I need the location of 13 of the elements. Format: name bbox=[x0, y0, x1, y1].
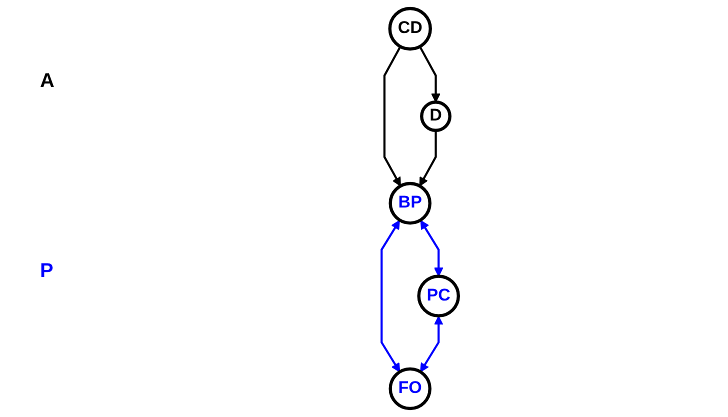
arrow bbox=[420, 316, 444, 372]
node-circle: D bbox=[420, 100, 452, 132]
node-circle: PC bbox=[417, 274, 460, 318]
arrow bbox=[420, 220, 444, 277]
bracket-label: A bbox=[40, 70, 54, 93]
node-circle: FO bbox=[388, 367, 432, 410]
bracket-label: P bbox=[40, 260, 54, 283]
node-circle: BP bbox=[388, 182, 432, 225]
arrow bbox=[383, 46, 402, 186]
arrow bbox=[418, 46, 440, 103]
arrow bbox=[380, 220, 400, 372]
node-circle: CD bbox=[388, 6, 432, 51]
arrow bbox=[419, 130, 437, 186]
